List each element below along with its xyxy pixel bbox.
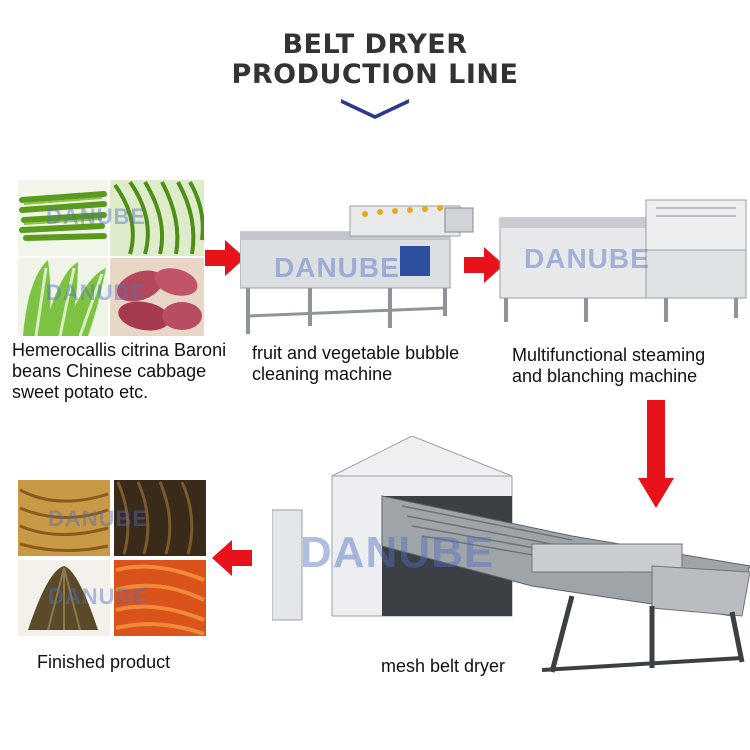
arrow-down-icon xyxy=(638,400,674,508)
chinese-cabbage-image xyxy=(18,258,108,336)
dried-daylily-image xyxy=(18,480,110,556)
watermark-brand: DANUBE xyxy=(48,506,149,531)
watermark-brand: DANUBE xyxy=(48,584,149,609)
arrow-left-icon xyxy=(212,540,252,576)
label-line: Multifunctional steaming xyxy=(512,345,706,365)
step-label-finished-product: Finished product xyxy=(37,652,171,672)
green-beans-image xyxy=(18,180,108,256)
raw-vegetables-photo: DANUBE DANUBE xyxy=(18,180,204,336)
steaming-blanching-machine-photo xyxy=(499,199,747,322)
dried-beans-image xyxy=(114,480,206,556)
step-label-raw-vegetables: Hemerocallis citrina Baroni beans Chines… xyxy=(12,340,242,403)
arrow-right-icon xyxy=(205,240,245,276)
step-label-bubble-cleaning: fruit and vegetable bubble cleaning mach… xyxy=(252,343,502,385)
bubble-cleaning-machine-photo xyxy=(240,205,474,334)
label-line: sweet potato etc. xyxy=(12,382,149,402)
label-line: fruit and vegetable bubble xyxy=(252,343,460,363)
label-line: beans Chinese cabbage xyxy=(12,361,207,381)
watermark-brand: DANUBE xyxy=(300,528,495,577)
dried-sweet-potato-image xyxy=(114,560,206,636)
title-line-1: BELT DRYER xyxy=(282,29,468,60)
label-line: Hemerocallis citrina Baroni xyxy=(12,340,227,360)
label-line: and blanching machine xyxy=(512,366,698,386)
label-line: cleaning machine xyxy=(252,364,393,384)
watermark-brand: DANUBE xyxy=(274,252,400,283)
mesh-belt-dryer-photo xyxy=(272,436,750,673)
watermark-brand: DANUBE xyxy=(524,243,650,274)
dried-product-photo: DANUBE DANUBE xyxy=(18,480,206,636)
chevron-down-icon xyxy=(341,99,409,119)
title-line-2: PRODUCTION LINE xyxy=(231,59,519,90)
watermark-brand: DANUBE xyxy=(46,280,147,305)
step-label-steaming-blanching: Multifunctional steaming and blanching m… xyxy=(512,345,750,387)
watermark-brand: DANUBE xyxy=(46,204,147,229)
sweet-potato-image xyxy=(110,258,204,336)
arrow-right-icon xyxy=(464,247,504,283)
long-beans-image xyxy=(110,180,204,256)
step-label-mesh-belt-dryer: mesh belt dryer xyxy=(381,656,506,676)
dried-cabbage-image xyxy=(18,560,110,636)
